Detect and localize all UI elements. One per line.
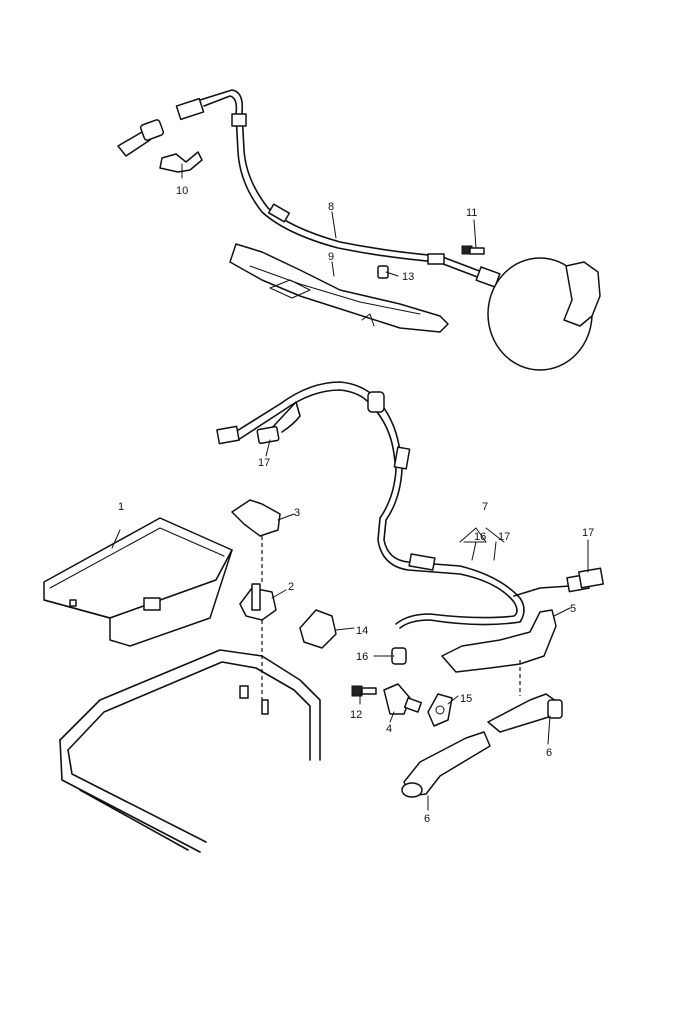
bracket-3 — [231, 499, 281, 537]
clip-13 — [377, 265, 389, 279]
callout-16b: 16 — [356, 651, 368, 663]
front-sensor-cable — [117, 89, 521, 302]
connector-14 — [299, 609, 337, 649]
bracket-2 — [239, 583, 277, 621]
callout-2: 2 — [288, 581, 294, 593]
gasket-15 — [427, 693, 453, 727]
callout-13: 13 — [402, 271, 414, 283]
callout-11: 11 — [466, 207, 477, 219]
callout-8: 8 — [328, 201, 334, 213]
callout-9: 9 — [328, 251, 334, 263]
callout-16a: 16 — [474, 531, 486, 543]
wheel-sensor-6a — [487, 693, 563, 733]
callout-7: 7 — [482, 501, 488, 513]
callout-labels: 1 2 3 4 5 6 6 7 8 9 10 11 12 13 14 15 16… — [118, 185, 594, 825]
callout-14: 14 — [356, 625, 368, 637]
callout-4: 4 — [386, 723, 392, 735]
bolt-12 — [351, 685, 377, 697]
callout-5: 5 — [570, 603, 576, 615]
cable-bracket-5 — [441, 609, 557, 673]
leader-lines — [111, 163, 589, 811]
callout-3: 3 — [294, 507, 300, 519]
callout-1: 1 — [118, 501, 124, 513]
callout-15: 15 — [460, 693, 472, 705]
cable-bracket-9 — [229, 243, 449, 333]
sensor-4 — [383, 683, 423, 715]
callout-6a: 6 — [546, 747, 552, 759]
subframe — [59, 649, 321, 853]
callout-12: 12 — [350, 709, 362, 721]
callout-10: 10 — [176, 185, 188, 197]
cable-clip-10 — [159, 151, 203, 173]
callout-17c: 17 — [258, 457, 270, 469]
callout-6b: 6 — [424, 813, 430, 825]
bolt-11 — [461, 245, 485, 255]
callout-17a: 17 — [498, 531, 510, 543]
wheel-sensor-6b — [401, 731, 491, 798]
control-module-1 — [43, 517, 233, 647]
brake-disc-shield — [487, 257, 601, 371]
callout-17b: 17 — [582, 527, 594, 539]
